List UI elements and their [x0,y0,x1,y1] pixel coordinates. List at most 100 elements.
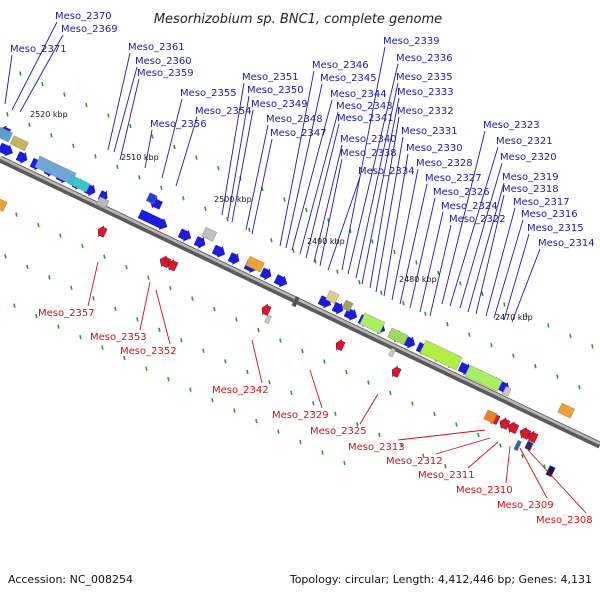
label-line-layer [4,21,587,514]
tick-mark [305,207,308,213]
forward-gene-arrow [137,209,168,230]
label-connector-forward [369,116,400,289]
feature-block [502,386,512,397]
tick-mark [63,92,66,97]
tick-mark [490,343,493,348]
label-connector-reverse [505,445,511,484]
tick-mark [424,311,427,316]
gene-shape [227,252,240,265]
label-connector-forward [459,162,503,309]
map-title: Mesorhizobium sp. BNC1, complete genome [154,12,442,27]
gene-label-reverse: Meso_2308 [536,515,593,526]
label-connector-forward [475,194,505,315]
tick-mark [167,376,170,382]
tick-mark [28,122,31,127]
tick-mark [19,71,22,76]
tick-mark [444,464,447,469]
tick-mark [422,453,425,458]
label-connector-forward [391,168,419,301]
gene-label-forward: Meso_2346 [312,60,369,71]
tick-mark [125,264,128,270]
tick-mark [323,359,326,364]
tick-mark [503,302,506,307]
tick-mark [92,296,95,301]
feature-block [0,126,13,143]
label-connector-forward [227,95,250,219]
gene-label-forward: Meso_2349 [251,99,308,110]
gene-label-forward: Meso_2314 [538,238,595,249]
label-connector-reverse [309,369,323,409]
tick-mark [411,401,414,406]
tick-mark [358,280,361,285]
tick-mark [202,348,205,353]
label-connector-forward [107,52,131,151]
gene-shape [15,151,28,164]
gene-label-forward: Meso_2334 [358,166,415,177]
tick-mark [512,353,515,358]
gene-label-forward: Meso_2371 [10,44,67,55]
tick-mark [321,450,324,455]
gene-label-reverse: Meso_2352 [120,346,177,357]
label-connector-forward [119,78,140,161]
tick-mark [257,327,260,333]
label-connector-forward [341,46,386,271]
gene-label-forward: Meso_2331 [401,126,458,137]
label-connector-forward [449,146,499,307]
feature-block [464,364,503,392]
gene-label-forward: Meso_2350 [247,85,304,96]
feature-block [0,198,8,212]
gene-shape [335,338,346,352]
gene-label-forward: Meso_2319 [502,172,559,183]
gene-label-forward: Meso_2345 [320,73,377,84]
gene-label-forward: Meso_2343 [336,101,393,112]
tick-mark [182,196,185,201]
topology-text: Topology: circular; Length: 4,412,446 bp… [289,573,592,586]
gene-label-reverse: Meso_2313 [348,442,405,453]
label-connector-forward [355,82,399,279]
tick-mark [114,306,117,312]
tick-mark [521,453,524,459]
label-connector-forward [383,153,409,297]
gene-label-forward: Meso_2321 [496,136,553,147]
label-connector-reverse [251,339,263,384]
label-connector-forward [319,158,343,267]
tick-mark [415,260,418,265]
tick-mark [15,212,18,217]
label-connector-forward [221,82,245,216]
label-connector-forward [485,207,516,317]
gene-label-forward: Meso_2338 [340,148,397,159]
gene-shape [331,301,344,315]
tick-mark [116,164,119,169]
gene-label-forward: Meso_2332 [397,106,454,117]
feature-block [96,196,110,209]
reverse-gene-arrow [167,258,179,272]
scale-label: 2470 kbp [495,313,533,322]
tick-mark [334,411,337,416]
gene-label-reverse: Meso_2312 [386,456,443,467]
tick-mark [356,422,359,427]
backbone-layer [0,155,600,449]
gene-shape [507,421,520,434]
gene-shape [211,244,226,258]
accession-text: Accession: NC_008254 [8,573,134,586]
tick-mark [499,443,502,448]
label-connector-forward [441,130,486,305]
tick-mark [101,345,104,350]
backbone-shadow [0,155,600,449]
reverse-gene-arrow [499,417,511,430]
gene-shape [343,307,358,321]
tick-mark [578,385,581,390]
reverse-gene-arrow [527,430,539,444]
gene-label-forward: Meso_2317 [513,197,570,208]
tick-mark [569,333,572,339]
gene-shape [0,142,13,157]
gene-shape [527,430,539,444]
gene-shape [177,228,192,242]
tick-mark [433,411,436,417]
tick-mark [402,301,405,306]
label-connector-forward [231,109,254,223]
gene-label-forward: Meso_2351 [242,72,299,83]
label-connector-forward [327,176,361,271]
